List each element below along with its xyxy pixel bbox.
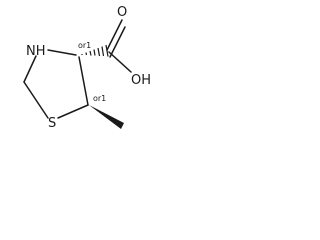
bond-s-c5 [57,104,89,119]
carbonyl-oxygen-label: O [117,5,127,20]
bond-c5-c4 [78,56,89,106]
bond-carboxyl-c-oh [108,51,132,73]
bond-c2-s [23,81,49,119]
molecule-structure: NH S O OH or1 or1 [23,5,151,131]
bond-carboxyl-c-o-double-2 [109,26,126,58]
stereo-label-c5: or1 [93,94,106,103]
sulfur-label: S [48,116,56,131]
wedge-bond-c5-methyl [89,105,124,129]
hydroxyl-label: OH [131,73,151,88]
bond-carboxyl-c-o-double-1 [106,19,123,51]
stereo-label-c4: or1 [78,41,91,50]
bond-n-c2 [23,55,37,83]
bond-n-c4 [47,49,77,56]
nitrogen-label: NH [26,44,46,59]
